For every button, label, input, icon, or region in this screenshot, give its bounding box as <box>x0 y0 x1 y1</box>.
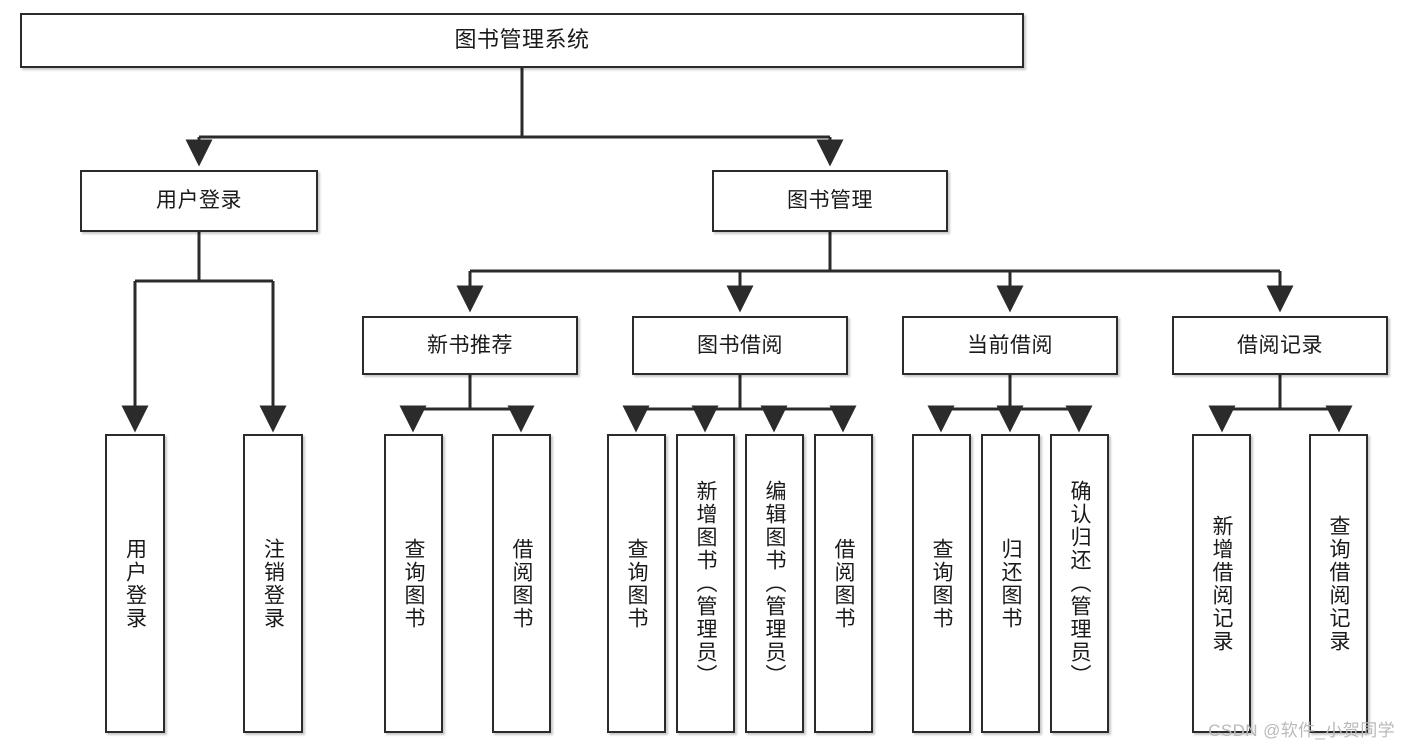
leaf-return-book[interactable]: 归还图书 <box>981 434 1040 733</box>
leaf-query-book-recommend[interactable]: 查询图书 <box>384 434 443 733</box>
leaf-query-book-current[interactable]: 查询图书 <box>912 434 971 733</box>
node-book-borrow[interactable]: 图书借阅 <box>632 316 848 375</box>
leaf-borrow-book-borrow[interactable]: 借阅图书 <box>814 434 873 733</box>
node-root-book-management-system[interactable]: 图书管理系统 <box>20 13 1024 68</box>
node-label: 新书推荐 <box>427 333 513 357</box>
node-label: 图书借阅 <box>697 333 783 357</box>
leaf-user-login[interactable]: 用户登录 <box>105 434 165 733</box>
node-label: 图书管理系统 <box>454 27 590 53</box>
node-label: 编辑图书（管理员） <box>763 480 786 687</box>
node-label: 借阅图书 <box>832 537 855 630</box>
node-book-management[interactable]: 图书管理 <box>712 170 948 232</box>
node-label: 用户登录 <box>123 537 147 630</box>
node-label: 图书管理 <box>787 189 873 213</box>
node-label: 借阅记录 <box>1237 333 1323 357</box>
node-label: 当前借阅 <box>967 333 1053 357</box>
node-label: 用户登录 <box>156 189 242 213</box>
node-label: 查询图书 <box>930 537 953 630</box>
node-label: 借阅图书 <box>510 537 533 630</box>
leaf-query-book-borrow[interactable]: 查询图书 <box>607 434 666 733</box>
node-label: 注销登录 <box>261 537 285 630</box>
node-label: 查询图书 <box>625 537 648 630</box>
leaf-add-borrow-record[interactable]: 新增借阅记录 <box>1192 434 1251 733</box>
node-label: 确认归还（管理员） <box>1068 480 1091 687</box>
node-label: 新增图书（管理员） <box>694 480 717 687</box>
node-label: 查询借阅记录 <box>1327 514 1350 653</box>
node-new-book-recommend[interactable]: 新书推荐 <box>362 316 578 375</box>
leaf-borrow-book-recommend[interactable]: 借阅图书 <box>492 434 551 733</box>
leaf-edit-book-admin[interactable]: 编辑图书（管理员） <box>745 434 804 733</box>
node-user-login[interactable]: 用户登录 <box>80 170 318 232</box>
node-borrow-record[interactable]: 借阅记录 <box>1172 316 1388 375</box>
node-current-borrow[interactable]: 当前借阅 <box>902 316 1118 375</box>
leaf-add-book-admin[interactable]: 新增图书（管理员） <box>676 434 735 733</box>
leaf-query-borrow-record[interactable]: 查询借阅记录 <box>1309 434 1368 733</box>
node-label: 归还图书 <box>999 537 1022 630</box>
watermark-text: CSDN @软件_小贺同学 <box>1208 721 1395 740</box>
node-label: 查询图书 <box>402 537 425 630</box>
leaf-confirm-return-admin[interactable]: 确认归还（管理员） <box>1050 434 1109 733</box>
node-label: 新增借阅记录 <box>1210 514 1233 653</box>
leaf-logout-login[interactable]: 注销登录 <box>243 434 303 733</box>
